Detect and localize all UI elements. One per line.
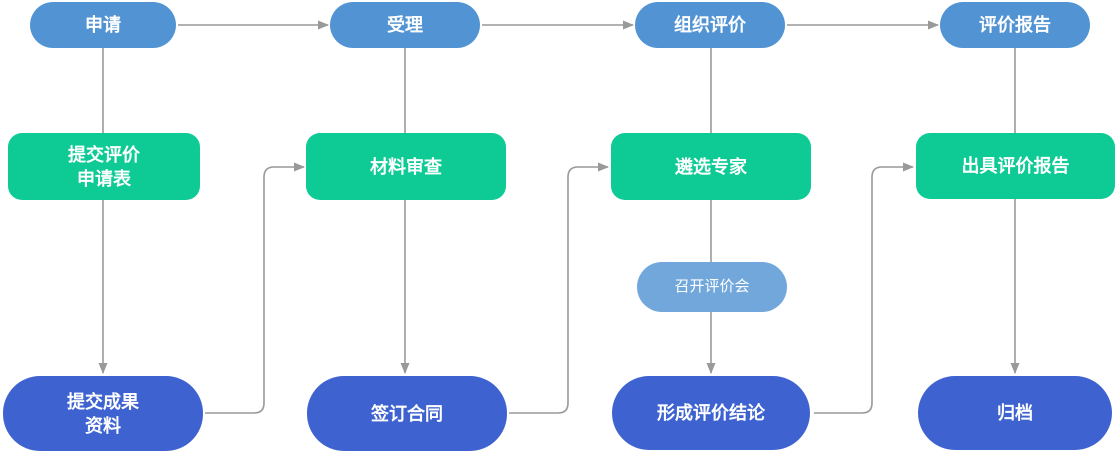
stage-organize-evaluation: 组织评价 <box>635 2 785 48</box>
result-sign-contract: 签订合同 <box>307 376 507 451</box>
result-submit-achievement-materials-label: 提交成果 资料 <box>67 391 139 436</box>
result-submit-achievement-materials: 提交成果 资料 <box>3 376 203 451</box>
connector-materials-to-review <box>205 162 305 414</box>
process-material-review: 材料审查 <box>306 133 506 200</box>
stage-accept: 受理 <box>330 2 480 48</box>
stage-organize-evaluation-label: 组织评价 <box>674 15 746 35</box>
result-form-evaluation-conclusion: 形成评价结论 <box>612 376 810 450</box>
node-hold-evaluation-meeting-label: 召开评价会 <box>674 278 750 295</box>
process-issue-evaluation-report: 出具评价报告 <box>916 133 1115 199</box>
result-sign-contract-label: 签订合同 <box>371 403 443 424</box>
connector-conclusion-to-issue <box>814 162 914 414</box>
process-issue-evaluation-report-label: 出具评价报告 <box>961 156 1070 176</box>
stage-evaluation-report-label: 评价报告 <box>979 15 1051 35</box>
result-archive: 归档 <box>918 376 1112 450</box>
process-material-review-label: 材料审查 <box>370 156 442 177</box>
node-hold-evaluation-meeting: 召开评价会 <box>637 262 787 312</box>
result-archive-label: 归档 <box>997 403 1033 423</box>
stage-accept-label: 受理 <box>387 15 423 35</box>
process-submit-application-form: 提交评价 申请表 <box>8 133 200 200</box>
stage-apply: 申请 <box>30 2 176 48</box>
process-select-experts: 遴选专家 <box>611 133 811 200</box>
connector-contract-to-experts <box>509 162 609 414</box>
stage-apply-label: 申请 <box>85 15 121 35</box>
process-select-experts-label: 遴选专家 <box>675 156 747 177</box>
stage-evaluation-report: 评价报告 <box>940 2 1090 48</box>
result-form-evaluation-conclusion-label: 形成评价结论 <box>657 403 765 423</box>
process-submit-application-form-label: 提交评价 申请表 <box>68 144 140 189</box>
